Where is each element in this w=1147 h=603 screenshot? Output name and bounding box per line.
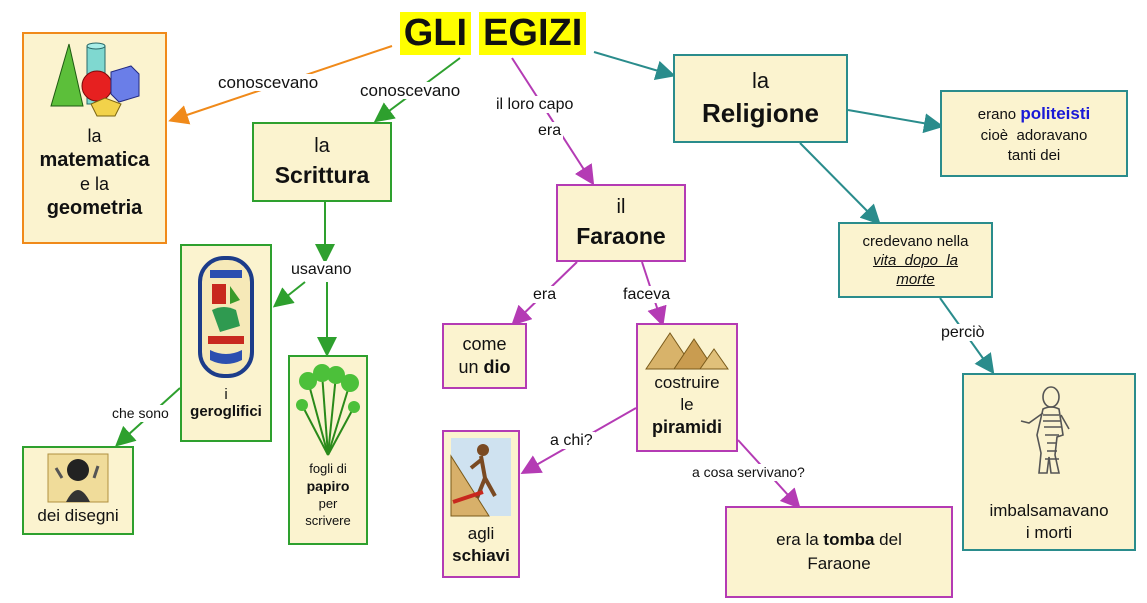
- dio-line1: come: [462, 334, 507, 354]
- node-schiavi: agli schiavi: [442, 430, 520, 578]
- politeisti-line2: cioè adoravano: [980, 126, 1088, 144]
- schiavi-line2: schiavi: [452, 546, 510, 565]
- node-dio: come un dio: [442, 323, 527, 389]
- faraone-line1: il: [616, 196, 626, 218]
- label-usavano: usavano: [289, 261, 354, 278]
- papiro-line3: per: [318, 496, 338, 511]
- tomba-del: del: [879, 530, 902, 549]
- imbalsamavano-line1: imbalsamavano: [989, 501, 1109, 520]
- tomba-word: tomba: [823, 530, 875, 549]
- geroglifici-line2: geroglifici: [190, 403, 262, 420]
- tomba-line1: era la tomba del: [776, 530, 902, 550]
- label-percio: perciò: [939, 324, 987, 341]
- node-politeisti: erano politeisti cioè adoravano tanti de…: [940, 90, 1128, 177]
- node-matematica: la matematica e la geometria: [22, 32, 167, 244]
- node-disegni: dei disegni: [22, 446, 134, 535]
- link-religione-credevano: [799, 142, 881, 225]
- node-geroglifici: i geroglifici: [180, 244, 272, 442]
- geometric-solids-icon: [49, 42, 139, 117]
- credevano-line2: vita dopo la: [872, 251, 959, 269]
- matematica-line1: la: [87, 126, 102, 146]
- dio-line2: un dio: [458, 357, 510, 378]
- piramidi-line3: piramidi: [651, 417, 722, 437]
- politeisti-word: politeisti: [1020, 103, 1091, 123]
- label-faceva: faceva: [621, 286, 673, 303]
- piramidi-line2: le: [680, 395, 694, 414]
- imbalsamavano-line2: i morti: [1025, 523, 1073, 542]
- credevano-line3: morte: [896, 270, 935, 288]
- scrittura-line1: la: [314, 135, 330, 157]
- slave-worker-icon: [450, 438, 511, 517]
- disegni-line1: dei disegni: [37, 506, 119, 525]
- label-loro-capo: il loro capo: [494, 96, 576, 113]
- node-credevano: credevano nella vita dopo la morte: [838, 222, 993, 298]
- scrittura-line2: Scrittura: [274, 162, 370, 188]
- matematica-line2: matematica: [39, 149, 150, 171]
- dio-word: dio: [483, 357, 511, 377]
- politeisti-erano: erano: [977, 105, 1017, 123]
- label-conoscevano-left: conoscevano: [216, 73, 321, 92]
- piramidi-line1: costruire: [654, 373, 720, 392]
- tomba-line2: Faraone: [807, 554, 871, 573]
- label-era: era: [531, 286, 559, 303]
- cartouche-icon: [198, 256, 254, 378]
- node-faraone: il Faraone: [556, 184, 686, 262]
- mummy-icon: [1020, 386, 1070, 474]
- tomba-era-la: era la: [776, 530, 819, 549]
- label-a-chi: a chi?: [548, 432, 595, 449]
- node-imbalsamavano: imbalsamavano i morti: [962, 373, 1136, 551]
- papiro-line2: papiro: [306, 478, 350, 494]
- geroglifici-line1: i: [224, 386, 228, 403]
- node-scrittura: la Scrittura: [252, 122, 392, 202]
- matematica-line4: geometria: [46, 197, 143, 219]
- node-religione: la Religione: [673, 54, 848, 143]
- dio-un: un: [458, 357, 479, 377]
- label-era-capo: era: [536, 122, 564, 139]
- papyrus-plant-icon: [296, 364, 360, 456]
- schiavi-line1: agli: [467, 524, 495, 543]
- title-word-gli: GLI: [399, 11, 472, 55]
- credevano-line1: credevano nella: [862, 232, 969, 250]
- matematica-line3: e la: [79, 174, 110, 194]
- politeisti-line1: erano politeisti: [978, 104, 1090, 124]
- main-title: GLI EGIZI: [392, 10, 594, 56]
- religione-line2: Religione: [701, 98, 819, 128]
- politeisti-line3: tanti dei: [1007, 146, 1061, 164]
- link-religione-politeisti: [847, 109, 944, 134]
- link-usavano-geroglifici: [272, 281, 306, 308]
- link-capo-faraone: [511, 57, 595, 186]
- label-a-cosa: a cosa servivano?: [690, 464, 807, 481]
- pyramids-icon: [645, 332, 729, 370]
- label-che-sono: che sono: [110, 405, 171, 422]
- title-word-egizi: EGIZI: [479, 11, 587, 55]
- node-tomba: era la tomba del Faraone: [725, 506, 953, 598]
- faraone-line2: Faraone: [576, 223, 666, 249]
- papiro-line4: scrivere: [305, 513, 351, 528]
- node-papiro: fogli di papiro per scrivere: [288, 355, 368, 545]
- drawing-figure-icon: [47, 453, 109, 503]
- religione-line1: la: [751, 68, 770, 93]
- link-religione: [593, 51, 676, 81]
- node-piramidi: costruire le piramidi: [636, 323, 738, 452]
- papiro-line1: fogli di: [309, 461, 347, 476]
- label-conoscevano-mid: conoscevano: [358, 81, 463, 100]
